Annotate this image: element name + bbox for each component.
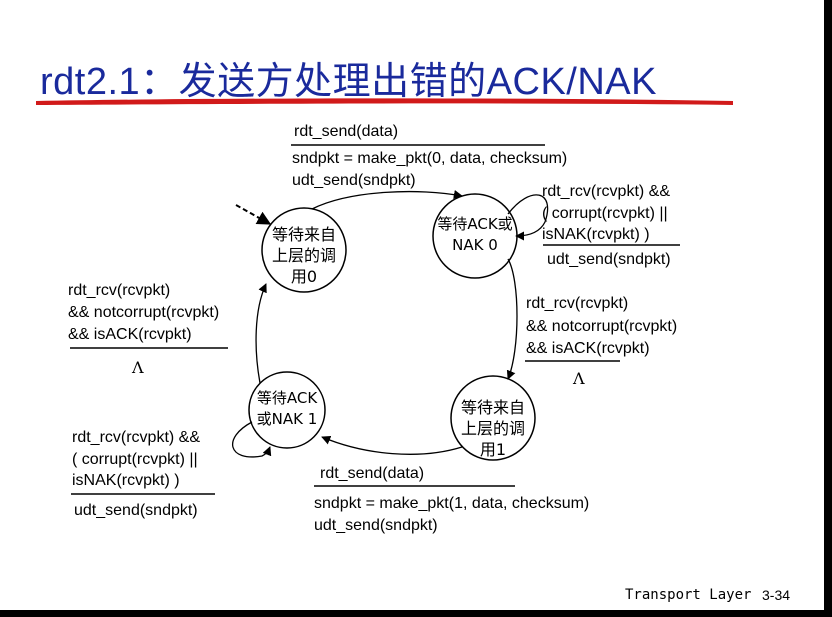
retx0-event-1: rdt_rcv(rcvpkt) && <box>542 183 671 200</box>
state-wait-call-1-label: 等待来自 上层的调 用1 <box>460 398 525 459</box>
retx0-action: udt_send(sndpkt) <box>547 251 671 268</box>
retx0-event-2: ( corrupt(rcvpkt) || <box>542 205 668 222</box>
title-underline <box>36 98 733 105</box>
transition-send0-arrow <box>311 190 463 210</box>
ack0-event-2: && notcorrupt(rcvpkt) <box>526 318 678 335</box>
send1-action-1: sndpkt = make_pkt(1, data, checksum) <box>314 495 590 512</box>
ack0-event-3: && isACK(rcvpkt) <box>526 340 650 357</box>
ack1-event-3: && isACK(rcvpkt) <box>68 326 192 343</box>
ack1-event-1: rdt_rcv(rcvpkt) <box>68 282 171 299</box>
state-wait-call-0-label: 等待来自 上层的调 用0 <box>271 225 336 286</box>
ack1-action-lambda: Λ <box>132 358 144 377</box>
transition-retx1-loop <box>232 421 272 458</box>
retx1-event-3: isNAK(rcvpkt) ) <box>72 472 180 489</box>
transition-ack0-arrow <box>506 258 518 380</box>
transition-send1-arrow <box>321 435 463 455</box>
state-wait-ack-1-label: 等待ACK 或NAK 1 <box>256 389 318 428</box>
ack0-action-lambda: Λ <box>573 369 585 388</box>
ack0-event-1: rdt_rcv(rcvpkt) <box>526 295 629 312</box>
state-wait-ack-0-label: 等待ACK或 NAK 0 <box>437 215 513 254</box>
send0-action-1: sndpkt = make_pkt(0, data, checksum) <box>292 150 568 167</box>
state-wait-call-0 <box>261 207 347 293</box>
send0-event: rdt_send(data) <box>294 123 399 140</box>
send1-event: rdt_send(data) <box>320 465 425 482</box>
slide-title: rdt2.1：发送方处理出错的ACK/NAK <box>40 61 657 103</box>
send0-action-2: udt_send(sndpkt) <box>292 172 416 189</box>
bottom-frame-bar <box>0 610 832 617</box>
fsm-diagram <box>36 98 733 495</box>
send1-action-2: udt_send(sndpkt) <box>314 517 438 534</box>
initial-arrow <box>235 204 272 225</box>
state-wait-ack-1 <box>248 371 326 449</box>
retx1-event-1: rdt_rcv(rcvpkt) && <box>72 429 201 446</box>
right-frame-bar <box>824 0 832 617</box>
state-wait-call-1 <box>450 375 536 461</box>
retx1-event-2: ( corrupt(rcvpkt) || <box>72 451 198 468</box>
slide: rdt2.1：发送方处理出错的ACK/NAK <box>0 0 824 610</box>
retx0-event-3: isNAK(rcvpkt) ) <box>542 226 650 243</box>
transition-ack1-arrow <box>255 283 267 384</box>
ack1-event-2: && notcorrupt(rcvpkt) <box>68 304 220 321</box>
retx1-action: udt_send(sndpkt) <box>74 502 198 519</box>
transition-retx0-loop <box>507 194 549 241</box>
footer-page-number: 3-34 <box>762 587 791 603</box>
footer-label: Transport Layer <box>625 587 752 603</box>
